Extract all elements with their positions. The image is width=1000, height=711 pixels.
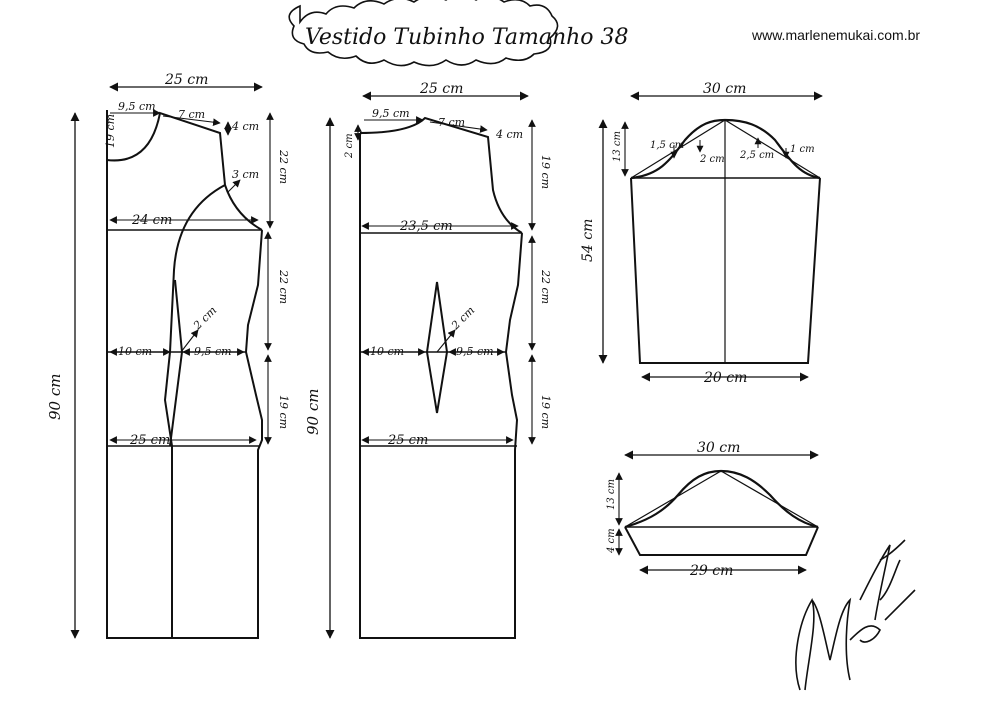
back-width-label: 25 cm [419,81,463,97]
title-cloud: Vestido Tubinho Tamanho 38 [288,0,629,67]
front-dart-label: 2 cm [190,304,219,333]
front-waist-left-label: 10 cm [118,345,152,358]
sleeve-length-label: 54 cm [580,219,596,262]
front-armhole-curve-label: 3 cm [232,168,259,181]
sleeve-width-label: 30 cm [703,81,746,97]
website-url: www.marlenemukai.com.br [751,27,920,43]
sleeve-hem-label: 20 cm [703,370,747,386]
back-waist-len-label: 22 cm [539,269,552,304]
front-waist-len-label: 22 cm [277,269,290,304]
back-neck-width-label: 9,5 cm [372,107,410,120]
back-neck-depth-label: 2 cm [344,133,355,159]
back-shoulder-drop-label: 4 cm [495,128,523,141]
back-piece: 25 cm 90 cm 9,5 cm 2 cm 7 cm 4 cm 19 cm … [304,81,552,639]
sleeve-cap-height-label: 13 cm [612,131,623,162]
short-sleeve-hem-label: 29 cm [689,563,733,579]
front-neck-depth-label: 19 cm [104,114,117,148]
back-length-label: 90 cm [304,389,322,435]
front-shoulder-drop-label: 4 cm [231,120,259,133]
sleeve-m1-label: 1,5 cm [650,140,684,151]
front-hip-label: 25 cm [129,433,170,448]
back-bust-label: 23,5 cm [399,219,453,234]
front-piece: 25 cm 90 cm 9,5 cm 19 cm 7 cm 4 cm 22 cm… [46,72,290,639]
front-width-label: 25 cm [164,72,208,88]
sleeve-m4-label: 1 cm [790,144,815,155]
short-sleeve-width-label: 30 cm [697,440,740,456]
back-hip-len-label: 19 cm [539,395,552,429]
sleeve-m3-label: 2,5 cm [739,150,774,161]
back-shoulder-label: 7 cm [438,116,465,129]
short-sleeve: 30 cm 13 cm 4 cm 29 cm [606,440,819,579]
page-title: Vestido Tubinho Tamanho 38 [305,25,629,50]
front-waist-right-label: 9,5 cm [194,345,232,358]
front-hip-len-label: 19 cm [277,395,290,429]
back-dart-label: 2 cm [448,304,477,333]
front-length-label: 90 cm [46,374,64,420]
signature [795,539,916,691]
back-armhole-depth-label: 19 cm [539,155,552,189]
sleeve-m2-label: 2 cm [699,154,725,165]
back-waist-right-label: 9,5 cm [456,345,494,358]
front-shoulder-label: 7 cm [178,108,205,121]
front-bust-label: 24 cm [131,213,172,228]
short-sleeve-height-label: 4 cm [606,528,617,554]
back-waist-left-label: 10 cm [370,345,404,358]
short-sleeve-cap-height-label: 13 cm [606,479,617,510]
front-neck-width-label: 9,5 cm [118,100,156,113]
long-sleeve: 30 cm 54 cm 13 cm 1,5 cm 2 cm 2,5 cm 1 c… [580,81,823,386]
back-hip-label: 25 cm [387,433,428,448]
front-armhole-depth-label: 22 cm [277,149,290,184]
